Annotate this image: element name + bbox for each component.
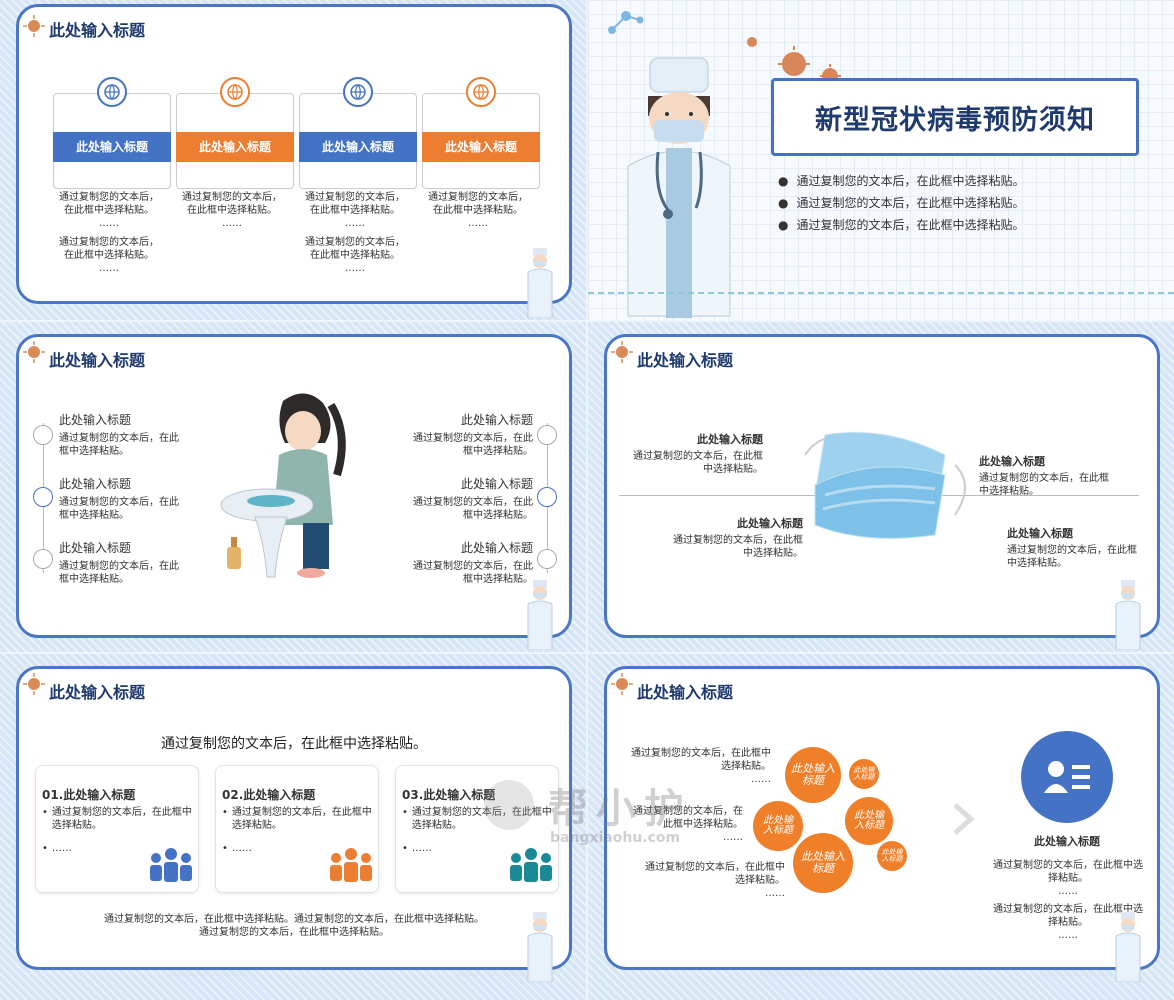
person-icon bbox=[33, 549, 53, 569]
list-item: 此处输入标题 通过复制您的文本后，在此框中选择粘贴。 bbox=[413, 413, 533, 457]
slide-4[interactable]: 此处输入标题 此处输入标题 通过复制您的文本后，在此框中选择粘贴。 此处输入标题… bbox=[588, 322, 1174, 652]
slide-title: 此处输入标题 bbox=[637, 683, 734, 702]
list-item: 此处输入标题 通过复制您的文本后，在此框中选择粘贴。 bbox=[673, 517, 803, 559]
box-text: 通过复制您的文本后，在此框中选择粘贴。…… bbox=[182, 192, 282, 229]
virus-icon bbox=[611, 341, 633, 363]
footer-text: 通过复制您的文本后，在此框中选择粘贴。通过复制您的文本后，在此框中选择粘贴。通过… bbox=[104, 914, 484, 938]
virus-icon bbox=[23, 15, 45, 37]
right-title: 此处输入标题 bbox=[1034, 835, 1100, 848]
info-card-1[interactable]: 01.此处输入标题 •通过复制您的文本后，在此框中选择粘贴。 •…… bbox=[35, 765, 199, 893]
slide-6-card: 此处输入标题 通过复制您的文本后，在此框中选择粘贴。…… 通过复制您的文本后，在… bbox=[604, 666, 1160, 970]
globe-icon bbox=[97, 77, 127, 107]
box-text: 通过复制您的文本后，在此框中选择粘贴。…… 通过复制您的文本后，在此框中选择粘贴… bbox=[305, 192, 405, 274]
slide-subtitle: 通过复制您的文本后，在此框中选择粘贴。 bbox=[161, 736, 427, 752]
topic-bubble-small[interactable]: 此处输入标题 bbox=[849, 759, 879, 789]
topic-box-1[interactable]: 此处输入标题 bbox=[53, 93, 171, 189]
right-text: 通过复制您的文本后，在此框中选择粘贴。…… bbox=[993, 904, 1143, 941]
topic-bubble-small[interactable]: 此处输入标题 bbox=[877, 841, 907, 871]
left-text: 通过复制您的文本后，在此框中选择粘贴。…… bbox=[645, 862, 785, 899]
person-icon bbox=[537, 487, 557, 507]
bullet-item: ●通过复制您的文本后，在此框中选择粘贴。 bbox=[778, 174, 1025, 188]
doctor-illustration bbox=[1115, 912, 1141, 982]
slide-1[interactable]: 此处输入标题 此处输入标题 此处输入标题 此处输入标题 此处输入标题 通过复制您… bbox=[0, 0, 586, 320]
team-icon bbox=[330, 848, 372, 882]
topic-box-label: 此处输入标题 bbox=[422, 132, 540, 162]
list-item: 此处输入标题 通过复制您的文本后，在此框中选择粘贴。 bbox=[59, 413, 179, 457]
topic-bubble[interactable]: 此处输入标题 bbox=[753, 801, 803, 851]
topic-bubble[interactable]: 此处输入标题 bbox=[793, 833, 853, 893]
doctor-illustration bbox=[1115, 580, 1141, 650]
person-icon bbox=[33, 425, 53, 445]
bullet-item: ●通过复制您的文本后，在此框中选择粘贴。 bbox=[778, 196, 1025, 210]
slide-title: 此处输入标题 bbox=[49, 683, 146, 702]
doctor-illustration bbox=[627, 57, 731, 318]
topic-bubble[interactable]: 此处输入标题 bbox=[845, 797, 893, 845]
box-text: 通过复制您的文本后，在此框中选择粘贴。…… 通过复制您的文本后，在此框中选择粘贴… bbox=[59, 192, 159, 274]
globe-icon bbox=[466, 77, 496, 107]
slide-4-card: 此处输入标题 此处输入标题 通过复制您的文本后，在此框中选择粘贴。 此处输入标题… bbox=[604, 334, 1160, 638]
list-item: 此处输入标题 通过复制您的文本后，在此框中选择粘贴。 bbox=[59, 477, 179, 521]
topic-box-label: 此处输入标题 bbox=[53, 132, 171, 162]
doctor-illustration bbox=[527, 912, 553, 982]
cover-title: 新型冠状病毒预防须知 bbox=[815, 104, 1095, 136]
slide-title: 此处输入标题 bbox=[49, 21, 146, 40]
person-icon bbox=[537, 549, 557, 569]
bullet-item: ●通过复制您的文本后，在此框中选择粘贴。 bbox=[778, 218, 1025, 232]
virus-icon bbox=[23, 673, 45, 695]
team-icon bbox=[150, 848, 192, 882]
topic-box-4[interactable]: 此处输入标题 bbox=[422, 93, 540, 189]
face-mask-illustration bbox=[804, 432, 966, 539]
chevron-right-icon bbox=[953, 803, 975, 835]
user-list-icon bbox=[1021, 731, 1113, 823]
person-icon bbox=[537, 425, 557, 445]
list-item: 此处输入标题 通过复制您的文本后，在此框中选择粘贴。 bbox=[59, 541, 179, 585]
slide-1-card: 此处输入标题 此处输入标题 此处输入标题 此处输入标题 此处输入标题 通过复制您… bbox=[16, 4, 572, 304]
globe-icon bbox=[220, 77, 250, 107]
left-text: 通过复制您的文本后，在此框中选择粘贴。…… bbox=[631, 748, 771, 785]
left-text: 通过复制您的文本后，在此框中选择粘贴。…… bbox=[633, 806, 743, 843]
dashed-divider bbox=[588, 292, 1174, 294]
slide-6[interactable]: 此处输入标题 通过复制您的文本后，在此框中选择粘贴。…… 通过复制您的文本后，在… bbox=[588, 654, 1174, 1000]
list-item: 此处输入标题 通过复制您的文本后，在此框中选择粘贴。 bbox=[979, 455, 1109, 497]
doctor-illustration bbox=[527, 580, 553, 650]
topic-bubble[interactable]: 此处输入标题 bbox=[785, 747, 841, 803]
globe-icon bbox=[343, 77, 373, 107]
slide-5-card: 此处输入标题 通过复制您的文本后，在此框中选择粘贴。 01.此处输入标题 •通过… bbox=[16, 666, 572, 970]
handwashing-illustration bbox=[220, 393, 346, 578]
slide-5[interactable]: 此处输入标题 通过复制您的文本后，在此框中选择粘贴。 01.此处输入标题 •通过… bbox=[0, 654, 586, 1000]
list-item: 此处输入标题 通过复制您的文本后，在此框中选择粘贴。 bbox=[413, 477, 533, 521]
info-card-2[interactable]: 02.此处输入标题 •通过复制您的文本后，在此框中选择粘贴。 •…… bbox=[215, 765, 379, 893]
slide-title: 此处输入标题 bbox=[637, 351, 734, 370]
topic-box-3[interactable]: 此处输入标题 bbox=[299, 93, 417, 189]
team-icon bbox=[510, 848, 552, 882]
cover-bullets: ●通过复制您的文本后，在此框中选择粘贴。 ●通过复制您的文本后，在此框中选择粘贴… bbox=[778, 170, 1025, 236]
molecule-icon bbox=[608, 11, 644, 34]
slide-3-card: 此处输入标题 此处输入标题 通过复制您的文本后，在此框中选择粘贴。 此处输入标题… bbox=[16, 334, 572, 638]
box-text: 通过复制您的文本后，在此框中选择粘贴。…… bbox=[428, 192, 528, 229]
doctor-illustration bbox=[527, 248, 553, 318]
slide-3[interactable]: 此处输入标题 此处输入标题 通过复制您的文本后，在此框中选择粘贴。 此处输入标题… bbox=[0, 322, 586, 652]
list-item: 此处输入标题 通过复制您的文本后，在此框中选择粘贴。 bbox=[1007, 527, 1137, 569]
list-item: 此处输入标题 通过复制您的文本后，在此框中选择粘贴。 bbox=[633, 433, 763, 475]
virus-icon bbox=[611, 673, 633, 695]
topic-box-label: 此处输入标题 bbox=[176, 132, 294, 162]
topic-box-label: 此处输入标题 bbox=[299, 132, 417, 162]
cover-title-box: 新型冠状病毒预防须知 bbox=[771, 78, 1139, 156]
list-item: 此处输入标题 通过复制您的文本后，在此框中选择粘贴。 bbox=[413, 541, 533, 585]
person-icon bbox=[33, 487, 53, 507]
right-text: 通过复制您的文本后，在此框中选择粘贴。…… bbox=[993, 860, 1143, 897]
virus-icon bbox=[23, 341, 45, 363]
info-card-3[interactable]: 03.此处输入标题 •通过复制您的文本后，在此框中选择粘贴。 •…… bbox=[395, 765, 559, 893]
slide-title: 此处输入标题 bbox=[49, 351, 146, 370]
slide-2-cover[interactable]: 新型冠状病毒预防须知 ●通过复制您的文本后，在此框中选择粘贴。 ●通过复制您的文… bbox=[588, 0, 1174, 320]
